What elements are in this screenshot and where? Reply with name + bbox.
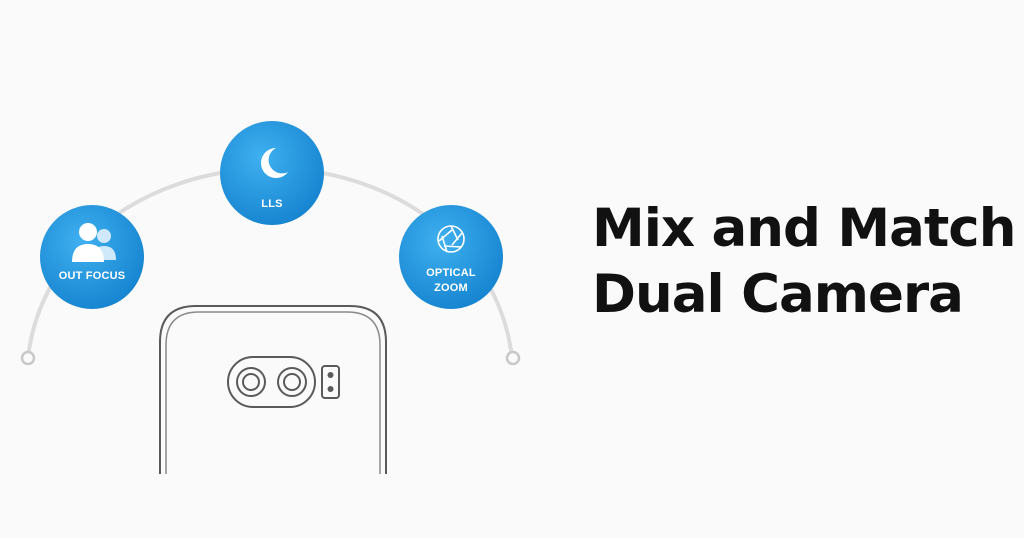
moon-icon (261, 148, 288, 178)
people-icon (72, 223, 116, 262)
feature-label-out-focus: OUT FOCUS (59, 270, 126, 282)
headline: Mix and Match Dual Camera (592, 196, 1016, 328)
headline-line-1: Mix and Match (592, 198, 1016, 259)
arc-end-right (505, 350, 521, 366)
aperture-icon (437, 225, 465, 253)
feature-out-focus: OUT FOCUS (40, 205, 144, 309)
feature-label-zoom: ZOOM (434, 282, 468, 294)
feature-label-optical: OPTICAL (426, 267, 476, 279)
flash-sensor (321, 365, 340, 399)
phone-outline (159, 305, 387, 474)
dual-camera-illustration: OUT FOCUS LLS OPTICAL ZOOM (20, 121, 521, 474)
feature-lls: LLS (220, 121, 324, 225)
feature-optical-zoom: OPTICAL ZOOM (399, 205, 503, 309)
arc-end-left (20, 350, 36, 366)
headline-line-2: Dual Camera (592, 264, 964, 325)
feature-label-lls: LLS (261, 198, 282, 210)
dual-camera-module (227, 356, 316, 408)
camera-lens-right (277, 367, 307, 397)
camera-lens-left (236, 367, 266, 397)
